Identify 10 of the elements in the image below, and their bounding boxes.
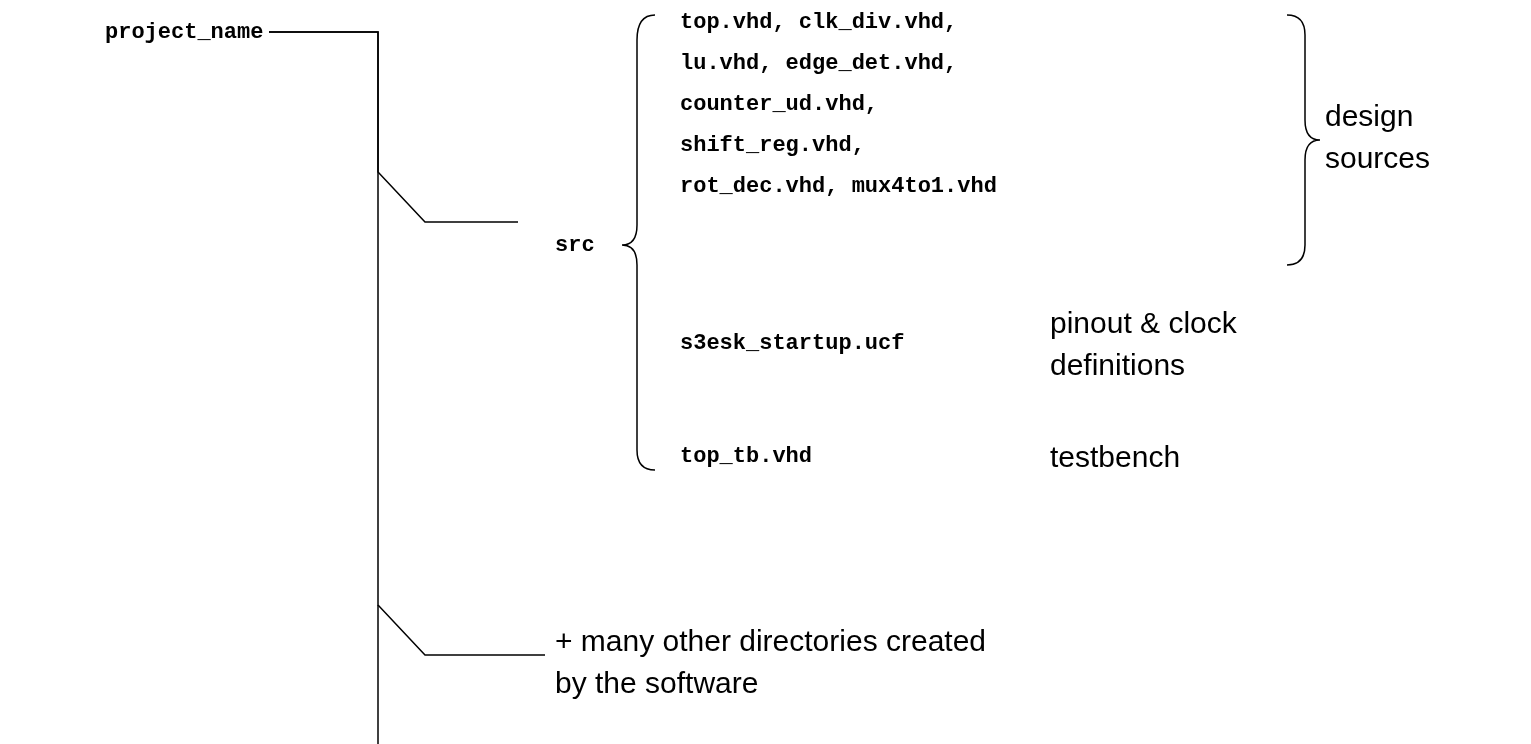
folder-name: project_name (105, 12, 264, 53)
annotation-text: testbench (1050, 439, 1181, 475)
folder-name: src (518, 225, 595, 266)
tree-line (268, 31, 546, 656)
annotation-text: design sources (1325, 98, 1432, 176)
file-name: top_tb.vhd (680, 443, 813, 471)
note-text: + many other directories created by the software (545, 620, 1025, 704)
annotation-text: pinout & clock definitions (1050, 305, 1238, 383)
file-list: top.vhd, clk_div.vhd, lu.vhd, edge_det.vhd, counter_ud.vhd, shift_reg.vhd, rot_dec.vhd, mux4to1.vhd (680, 2, 1024, 207)
file-name: s3esk_startup.ucf (680, 330, 905, 358)
